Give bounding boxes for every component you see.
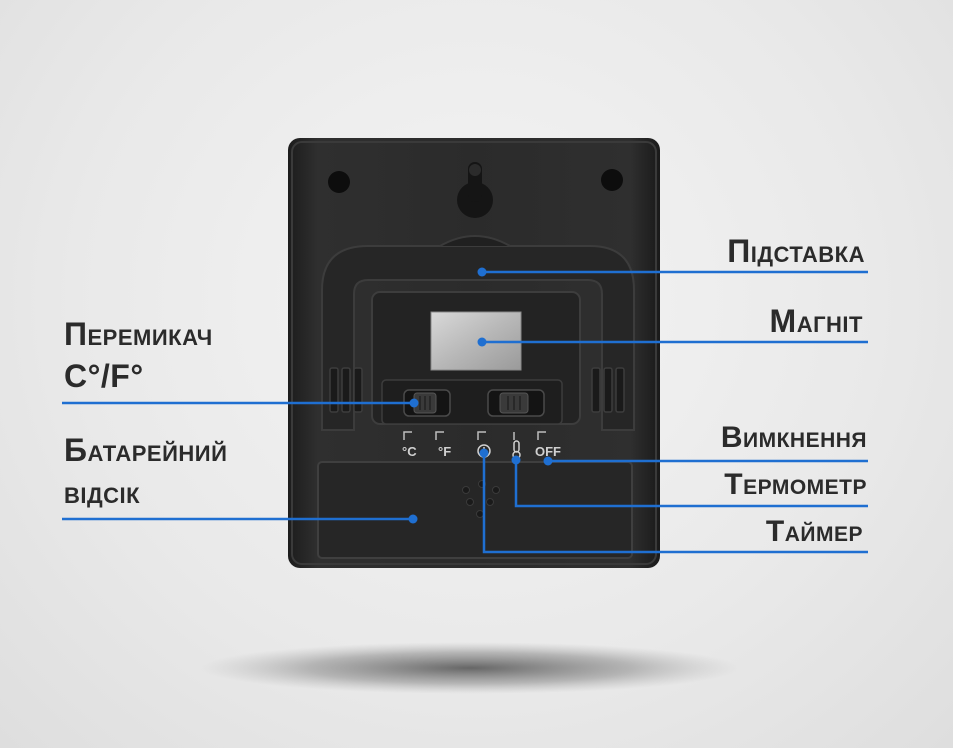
stand — [321, 235, 635, 431]
battery-label-line2: відсік — [64, 474, 141, 510]
fahrenheit-mark: °F — [438, 444, 451, 459]
side-grip-left — [329, 367, 363, 413]
callout-lines — [62, 270, 868, 554]
callout-timer — [482, 453, 868, 554]
floor-shadow — [200, 642, 740, 694]
callout-thermometer — [514, 460, 868, 508]
thermometer-device: °C °F OFF — [288, 138, 660, 568]
power-off-label: Вимкнення — [720, 421, 867, 454]
stand-label: Підставка — [727, 233, 865, 269]
off-mark: OFF — [535, 444, 561, 459]
battery-label-line1: Батарейний — [64, 432, 228, 468]
celsius-mark: °C — [402, 444, 417, 459]
keyhole-hanger — [457, 162, 493, 218]
mounting-hole-right — [601, 169, 623, 191]
mode-switch[interactable] — [487, 389, 545, 417]
callout-dots — [408, 267, 553, 524]
thermometer-label: Термометр — [724, 468, 867, 501]
mounting-hole-left — [328, 171, 350, 193]
switch-label-line1: Перемикач — [64, 316, 213, 352]
magnet-label: Магніт — [769, 303, 863, 339]
switch-label-line2: C°/F° — [64, 358, 144, 394]
switch-markings — [403, 431, 546, 440]
timer-label: Таймер — [765, 515, 863, 548]
battery-compartment[interactable] — [317, 461, 633, 559]
side-grip-right — [591, 367, 625, 413]
